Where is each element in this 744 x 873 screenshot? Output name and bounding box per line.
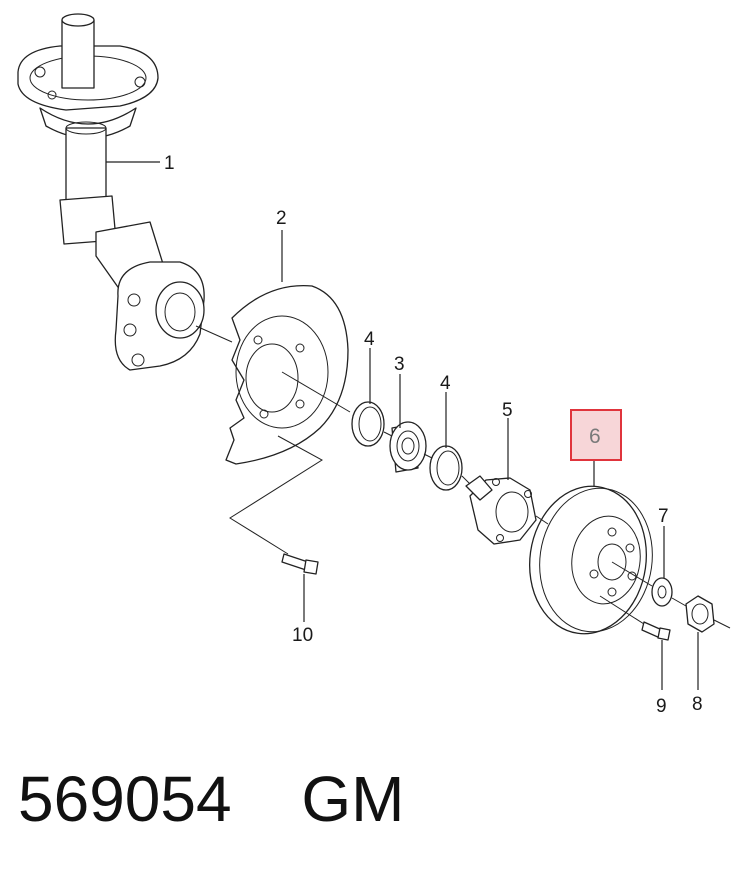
- callout-9[interactable]: 9: [656, 696, 667, 717]
- assembly-axis-lines: [195, 325, 731, 629]
- wheel-stud: [641, 621, 671, 641]
- callout-3[interactable]: 3: [394, 354, 405, 375]
- strut-assembly: [17, 13, 205, 371]
- highlight-box-6: [570, 409, 622, 461]
- brand-name: GM: [301, 763, 405, 835]
- washer: [651, 577, 673, 607]
- retaining-ring-left: [351, 401, 385, 447]
- callout-10[interactable]: 10: [292, 625, 313, 646]
- callout-4-left[interactable]: 4: [364, 329, 375, 350]
- brake-disc: [528, 485, 653, 635]
- wheel-hub: [465, 475, 537, 545]
- callout-5[interactable]: 5: [502, 400, 513, 421]
- shield-bolt: [281, 553, 319, 575]
- wheel-bearing: [389, 421, 427, 473]
- callout-4-right[interactable]: 4: [440, 373, 451, 394]
- callout-8[interactable]: 8: [692, 694, 703, 715]
- retaining-ring-right: [429, 445, 463, 491]
- hub-nut: [685, 595, 715, 633]
- callout-6[interactable]: 6: [589, 425, 601, 448]
- callout-leaders: [106, 161, 699, 690]
- part-number: 569054: [18, 763, 232, 835]
- callout-7[interactable]: 7: [658, 506, 669, 527]
- callout-2[interactable]: 2: [276, 208, 287, 229]
- part-footer: 569054 GM: [18, 762, 404, 842]
- callout-labels: 1 2 4 3 4 5 6 7 8 9 10: [164, 153, 703, 717]
- callout-1[interactable]: 1: [164, 153, 175, 174]
